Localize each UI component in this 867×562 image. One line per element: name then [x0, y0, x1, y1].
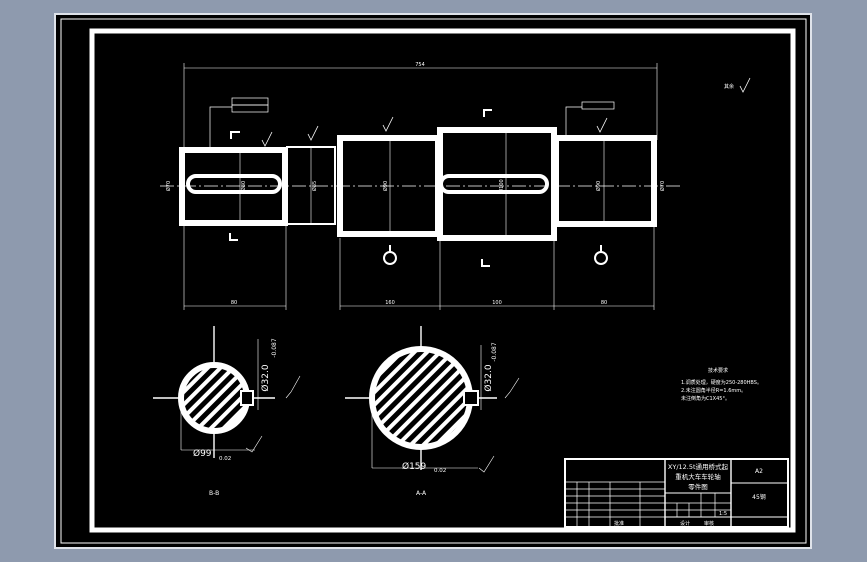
- shaft-elevation: [179, 127, 657, 241]
- tech-title: 技术要求: [708, 367, 728, 374]
- approver-label: 批准: [614, 520, 624, 527]
- dim-seg3: 100: [492, 300, 502, 306]
- section-view-2: Ø32.0 -0.087 Ø159 0.02 A-A: [345, 326, 520, 497]
- section1-label: B-B: [209, 490, 219, 497]
- overall-dim-label: 754: [415, 62, 425, 68]
- technical-requirements: 技术要求 1.调质处理，硬度为250-280HBS。 2.未注圆角半径R=1.6…: [681, 367, 762, 402]
- dim-seg1: 80: [231, 300, 237, 306]
- segment-dimensions: [183, 226, 655, 310]
- section2-outer: Ø159: [402, 461, 427, 472]
- tech-note-1: 1.调质处理，硬度为250-280HBS。: [681, 379, 762, 386]
- drawing-border: [89, 28, 796, 533]
- tolerance-frames: [209, 97, 615, 150]
- svg-text:Ø85: Ø85: [311, 181, 318, 191]
- section1-outer: Ø99: [193, 448, 212, 459]
- dim-seg2: 160: [385, 300, 395, 306]
- svg-text:Ø90: Ø90: [382, 181, 389, 191]
- section-view-1: Ø32.0 -0.087 Ø99 0.02 B-B: [153, 326, 301, 497]
- svg-text:Ø80: Ø80: [240, 181, 247, 191]
- general-roughness: 其余: [724, 83, 734, 90]
- title-block: [564, 458, 789, 528]
- section1-dia: Ø32.0: [260, 364, 271, 391]
- tech-note-2: 2.未注圆角半径R=1.6mm。: [681, 387, 746, 394]
- svg-text:Ø100: Ø100: [498, 179, 505, 192]
- svg-text:Ø70: Ø70: [659, 181, 666, 191]
- title-line-2: 重机大车车轮轴: [675, 472, 721, 481]
- section-markers: [229, 109, 608, 267]
- diameter-callouts: Ø80 Ø85 Ø90 Ø100 Ø90 Ø70 Ø70: [165, 179, 666, 192]
- keyway-2: [439, 174, 549, 194]
- designer-label: 设计: [680, 520, 690, 527]
- checker-label: 审核: [704, 520, 714, 527]
- section2-dia-tol: -0.087: [491, 342, 498, 362]
- section2-dia: Ø32.0: [483, 364, 494, 391]
- section1-dia-tol: -0.087: [271, 338, 278, 358]
- tech-note-3: 未注倒角为C1X45°。: [681, 395, 730, 402]
- title-line-1: XY/12.5t通用桥式起: [668, 462, 729, 471]
- svg-text:Ø70: Ø70: [165, 181, 172, 191]
- svg-text:Ø90: Ø90: [595, 181, 602, 191]
- shaft-segment-5: [553, 135, 657, 227]
- scale: 1:5: [719, 511, 727, 517]
- overall-dimension: [183, 63, 658, 150]
- title-line-3: 零件图: [688, 482, 708, 491]
- dim-seg4: 80: [601, 300, 607, 306]
- sheet-size: A2: [755, 468, 763, 475]
- section2-label: A-A: [416, 490, 427, 497]
- keyway-1: [186, 174, 282, 194]
- section1-outer-tol: 0.02: [219, 456, 231, 462]
- roughness-symbols: [261, 77, 751, 147]
- shaft-segment-1: [179, 147, 288, 226]
- section2-outer-tol: 0.02: [434, 468, 446, 474]
- material: 45钢: [752, 493, 766, 501]
